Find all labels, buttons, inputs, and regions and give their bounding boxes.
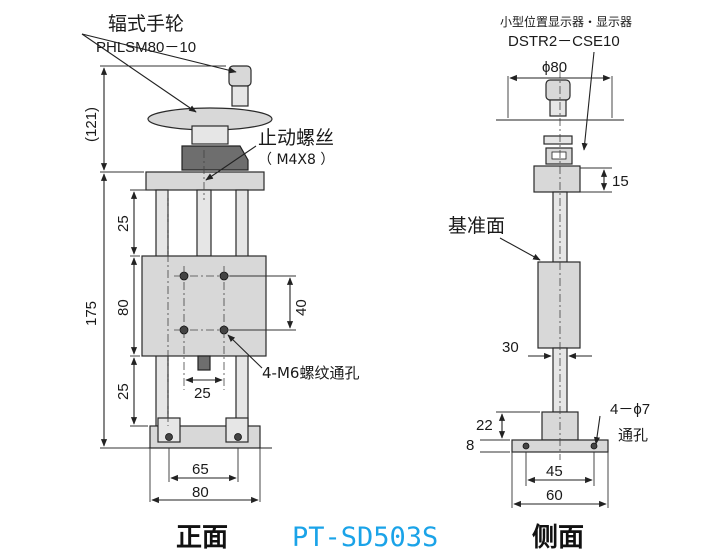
side-base-hole <box>522 442 530 450</box>
dim-side-45: 45 <box>546 463 563 480</box>
dim-22: 22 <box>476 417 493 434</box>
base-hole <box>234 433 242 441</box>
side-carriage <box>537 261 581 349</box>
indicator-label: 小型位置显示器・显示器 <box>500 14 632 29</box>
stop-screw-label: 止动螺丝 <box>258 127 334 149</box>
dim-seg-mid: 80 <box>115 299 132 316</box>
dim-seg-bottom: 25 <box>115 383 132 400</box>
dim-8: 8 <box>466 437 474 454</box>
indicator-model: DSTR2－CSE10 <box>508 33 620 50</box>
side-view <box>480 51 624 508</box>
front-view <box>81 33 296 504</box>
dim-seg-top: 25 <box>115 215 132 232</box>
handwheel-model: PHLSM80－10 <box>96 39 196 56</box>
dim-height-top: (121) <box>83 107 100 142</box>
dim-indicator-h: 15 <box>612 173 629 190</box>
handwheel-hub <box>191 125 229 145</box>
dim-base-80: 80 <box>192 484 209 501</box>
dim-height-total: 175 <box>83 301 100 326</box>
indicator-window <box>551 151 567 160</box>
model-number: PT-SD503S <box>292 522 438 553</box>
dim-hole-pitch-h: 25 <box>194 385 211 402</box>
side-view-title: 侧面 <box>532 523 584 553</box>
thread-holes-label: 4-M6螺纹通孔 <box>262 364 359 382</box>
dimension-values: (121) 175 25 80 25 40 25 65 80 ϕ80 15 30… <box>83 59 629 504</box>
through-holes-count: 4－ϕ7 <box>610 401 650 418</box>
dim-hole-pitch-v: 40 <box>293 299 310 316</box>
lock-block <box>181 145 249 171</box>
through-holes-label: 通孔 <box>618 426 648 444</box>
side-hub <box>543 135 573 145</box>
screw-end <box>197 355 211 371</box>
base-foot-left <box>157 417 181 443</box>
handwheel-label: 辐式手轮 <box>108 13 184 35</box>
stop-screw-spec: （ M4X8 ） <box>258 152 334 168</box>
dim-base-65: 65 <box>192 461 209 478</box>
front-view-title: 正面 <box>176 523 228 553</box>
side-knob <box>545 79 571 101</box>
side-knob-shaft <box>549 99 567 117</box>
handwheel-knob <box>228 65 252 87</box>
top-plate <box>145 171 265 191</box>
moving-stage <box>141 255 267 357</box>
labels: 辐式手轮 PHLSM80－10 止动螺丝 （ M4X8 ） 小型位置显示器・显示… <box>96 13 650 553</box>
base-foot-right <box>225 417 249 443</box>
datum-face-label: 基准面 <box>448 215 505 237</box>
dim-rail-30: 30 <box>502 339 519 356</box>
dim-wheel-dia: ϕ80 <box>542 59 567 76</box>
side-top-block <box>533 165 581 193</box>
base-hole <box>165 433 173 441</box>
dim-side-60: 60 <box>546 487 563 504</box>
knob-shaft <box>231 85 249 107</box>
